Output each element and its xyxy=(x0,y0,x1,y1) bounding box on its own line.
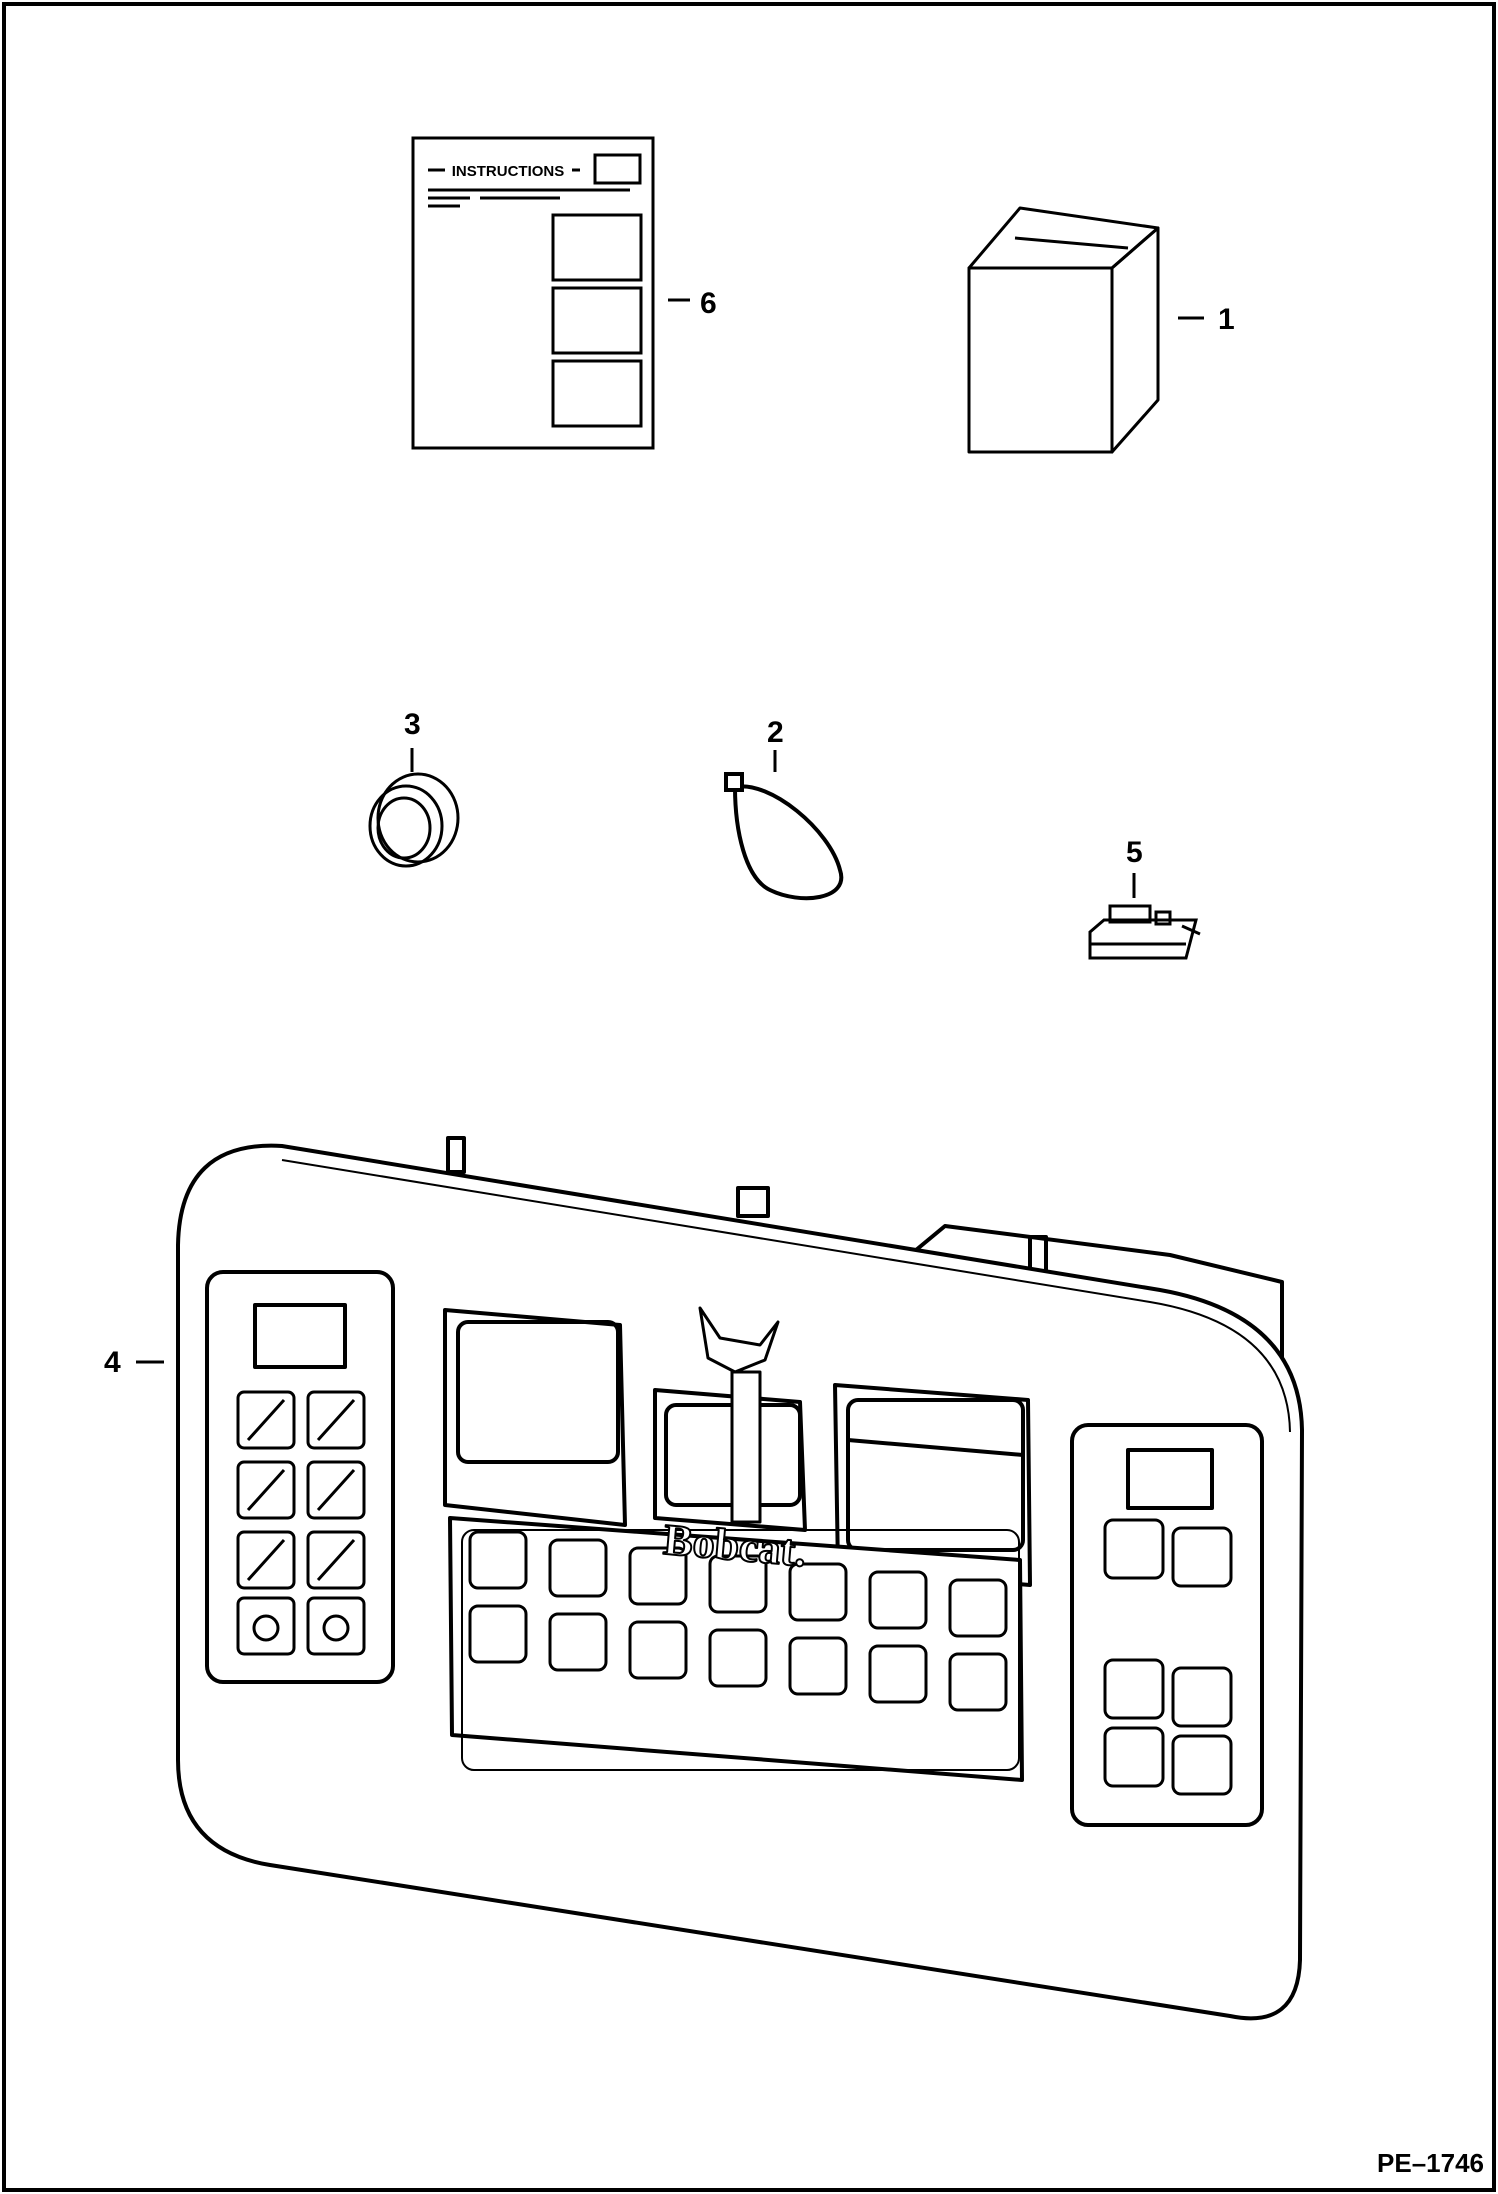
callout-4: 4 xyxy=(104,1346,121,1379)
part-5-connector xyxy=(1088,904,1201,960)
figure-id: PE–1746 xyxy=(1377,2148,1484,2178)
callout-1: 1 xyxy=(1218,303,1235,336)
callout-3: 3 xyxy=(404,708,421,741)
part-1-box xyxy=(967,206,1160,454)
callout-2: 2 xyxy=(767,716,784,749)
callout-5: 5 xyxy=(1126,836,1143,869)
bobcat-logo-icon xyxy=(698,1306,780,1524)
callout-6: 6 xyxy=(700,287,717,320)
instructions-header: INSTRUCTIONS xyxy=(452,163,565,180)
part-6-instructions-sheet: INSTRUCTIONS xyxy=(411,136,655,450)
callout-leaders xyxy=(136,298,1204,1364)
part-4-display-panel: Bobcat. xyxy=(176,1136,1304,2021)
part-2-cable-tie xyxy=(724,772,844,901)
part-3-grommet xyxy=(368,772,460,868)
